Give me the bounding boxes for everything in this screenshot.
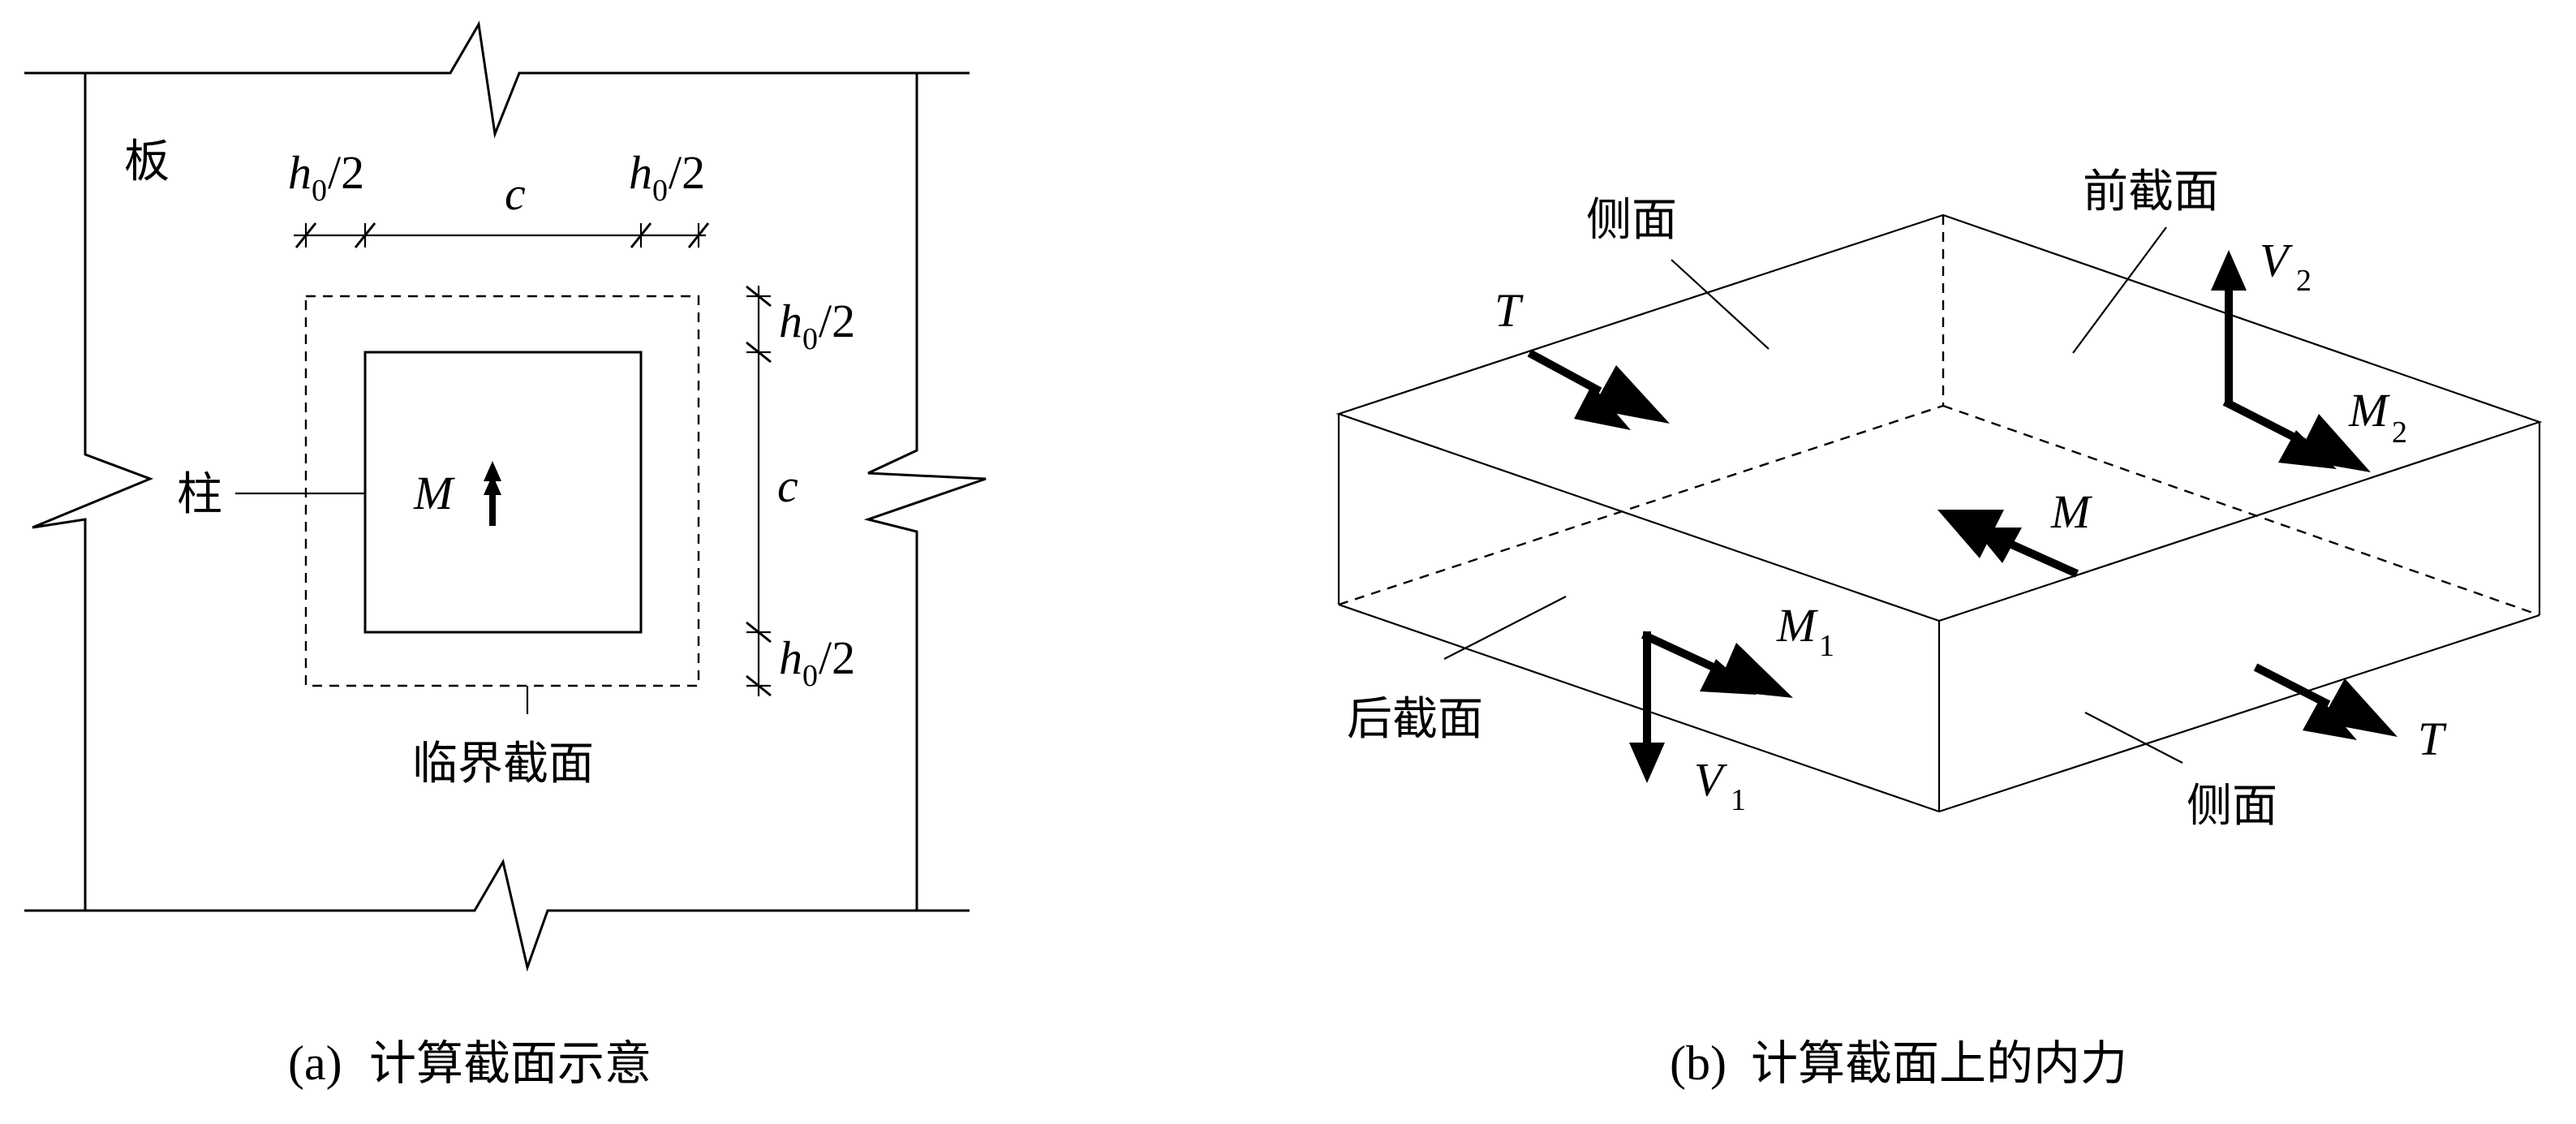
moment-m-label: M [2050, 485, 2092, 538]
slab-left-edge-break [32, 73, 154, 911]
svg-text:1: 1 [1819, 629, 1834, 663]
shear-v2-label: V 2 [2260, 234, 2312, 298]
top-dimension [294, 222, 710, 248]
svg-text:h: h [629, 146, 652, 199]
svg-text:0: 0 [652, 174, 668, 208]
front-section-label: 前截面 [2083, 166, 2219, 218]
moment-m1-label: M 1 [1776, 599, 1834, 663]
svg-text:/2: /2 [328, 146, 364, 199]
svg-text:1: 1 [1731, 783, 1746, 817]
front-section-leader [2072, 226, 2167, 354]
svg-text:M: M [1776, 599, 1818, 652]
moment-m1-arrow [1641, 631, 1793, 698]
column-label: 柱 [177, 468, 222, 521]
svg-text:/2: /2 [669, 146, 705, 199]
svg-text:M: M [2348, 384, 2390, 437]
right-dimension [746, 285, 772, 697]
svg-text:h: h [779, 295, 802, 347]
svg-text:计算截面上的内力: 计算截面上的内力 [1751, 1036, 2127, 1091]
svg-text:(b): (b) [1670, 1036, 1727, 1090]
svg-text:h: h [779, 631, 802, 684]
shear-v1-arrow [1629, 631, 1665, 783]
critical-section-label: 临界截面 [412, 738, 594, 790]
torsion-label-bottom: T [2418, 713, 2447, 765]
shear-v2-arrow [2211, 250, 2247, 402]
panel-b: 侧面 前截面 后截面 侧面 T V 2 M 2 [1335, 166, 2543, 1091]
slab-bottom-edge-break [24, 858, 970, 972]
right-dim-bottom-label: h 0 /2 [779, 631, 855, 693]
svg-text:2: 2 [2296, 264, 2312, 298]
torsion-arrow-top [1527, 349, 1670, 430]
torsion-label-top: T [1494, 284, 1524, 337]
caption-b: (b) 计算截面上的内力 [1670, 1036, 2127, 1091]
moment-m-arrow [1937, 510, 2079, 578]
svg-text:计算截面示意: 计算截面示意 [369, 1036, 652, 1091]
top-dim-right-label: h 0 /2 [629, 146, 705, 208]
caption-a: (a) 计算截面示意 [288, 1036, 652, 1091]
moment-m2-label: M 2 [2348, 384, 2407, 450]
slab-top-edge-break [24, 20, 970, 139]
slab-label: 板 [124, 136, 170, 188]
top-dim-left-label: h 0 /2 [288, 146, 364, 208]
slab-right-edge-break [863, 73, 987, 911]
svg-text:/2: /2 [819, 295, 855, 347]
shear-v1-label: V 1 [1694, 753, 1746, 817]
panel-a: h 0 /2 c h 0 /2 h 0 /2 c h [24, 20, 987, 1091]
svg-text:V: V [1694, 753, 1728, 806]
svg-text:0: 0 [802, 322, 818, 356]
back-section-label: 后截面 [1347, 693, 1483, 746]
column-outline [363, 351, 643, 634]
side-face-label-bottom: 侧面 [2187, 780, 2277, 833]
side-face-label-top: 侧面 [1586, 194, 1677, 247]
box-hidden-edges [1338, 215, 2540, 617]
critical-section-outline [304, 295, 700, 687]
torsion-arrow-bottom [2253, 663, 2398, 740]
svg-text:V: V [2260, 234, 2294, 286]
top-dim-c-label: c [505, 167, 526, 220]
svg-text:h: h [288, 146, 312, 199]
svg-text:0: 0 [312, 174, 327, 208]
right-dim-c-label: c [777, 459, 798, 512]
svg-text:(a): (a) [288, 1036, 342, 1090]
moment-label: M [413, 467, 455, 519]
svg-text:0: 0 [802, 659, 818, 693]
svg-text:2: 2 [2392, 416, 2407, 450]
moment-m2-arrow [2222, 398, 2371, 472]
box-visible-edges [1335, 213, 2543, 813]
svg-text:/2: /2 [819, 631, 855, 684]
moment-double-arrow [484, 461, 501, 526]
side-face-leader-bottom [2084, 712, 2183, 764]
back-section-leader [1443, 596, 1567, 660]
side-face-leader-top [1671, 259, 1770, 350]
right-dim-top-label: h 0 /2 [779, 295, 855, 356]
